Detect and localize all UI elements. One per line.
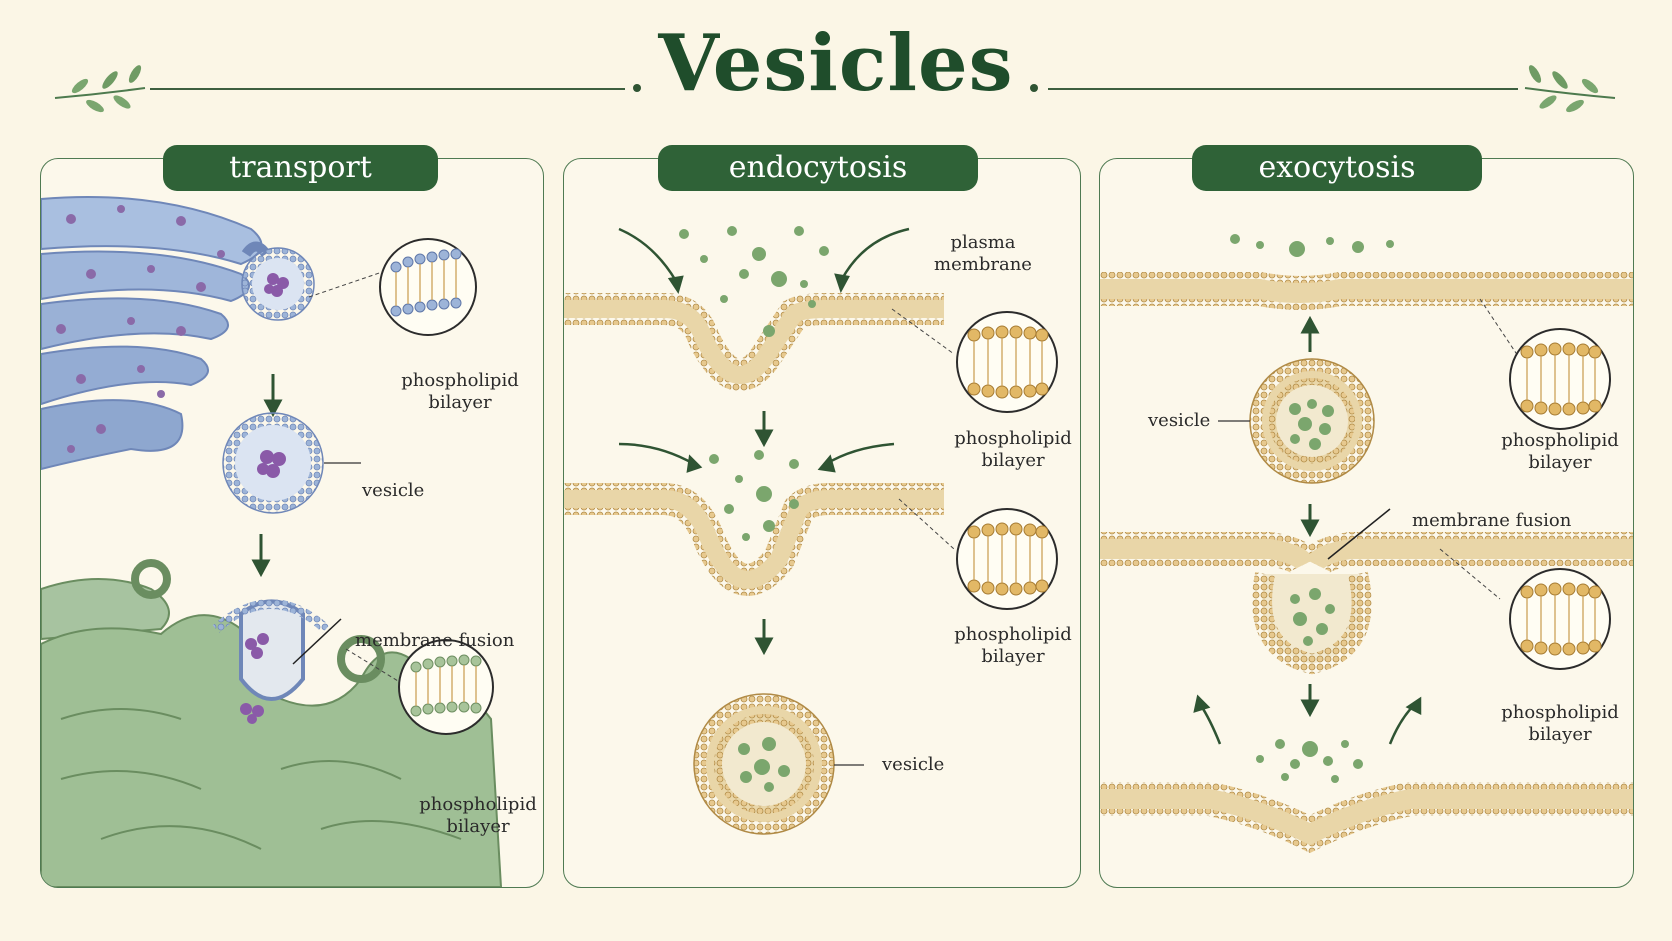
curved-arrow-icon: [618, 227, 910, 294]
cargo-release-stage: [1100, 739, 1633, 854]
label-vesicle: vesicle: [882, 754, 945, 775]
label-phospholipid-bilayer: phospholipid bilayer: [401, 370, 519, 413]
panel-endocytosis: [563, 158, 1081, 888]
bilayer-magnifier-gold: [956, 508, 1058, 610]
leaf-sprig-left-icon: [54, 65, 146, 113]
bilayer-magnifier-gold: [1509, 568, 1611, 670]
down-arrow-icon: [754, 411, 774, 448]
plasma-membrane-top: [1100, 272, 1633, 310]
endocytic-vesicle: [693, 693, 835, 835]
title-dot-left: [633, 84, 641, 92]
golgi-apparatus: [41, 196, 263, 471]
label-vesicle: vesicle: [1148, 410, 1211, 431]
panel-transport: [40, 158, 544, 888]
membrane-invagination-2: [564, 483, 944, 596]
leaf-sprig-right-icon: [1524, 65, 1616, 113]
label-plasma-membrane: plasma membrane: [934, 232, 1032, 275]
down-arrow-icon: [1300, 684, 1320, 718]
curved-arrow-icon: [618, 442, 895, 473]
bilayer-magnifier-green: [398, 639, 494, 735]
heading-transport: transport: [163, 145, 438, 191]
title-rule-right: [1048, 88, 1518, 90]
bilayer-magnifier-blue: [379, 238, 477, 336]
label-vesicle: vesicle: [362, 480, 425, 501]
label-phospholipid-bilayer: phospholipid bilayer: [1501, 702, 1619, 745]
bilayer-magnifier-gold: [1509, 328, 1611, 430]
transport-illustration: [41, 196, 503, 887]
curved-arrow-icon: [1193, 694, 1422, 745]
endocytosis-illustration: [564, 226, 1058, 835]
title-dot-right: [1030, 84, 1038, 92]
down-arrow-icon: [754, 619, 774, 656]
budding-vesicle: [241, 241, 315, 321]
label-membrane-fusion: membrane fusion: [355, 630, 515, 651]
label-phospholipid-bilayer: phospholipid bilayer: [954, 428, 1072, 471]
exocytosis-illustration: [1100, 234, 1633, 854]
up-arrow-icon: [1300, 315, 1320, 352]
label-membrane-fusion: membrane fusion: [1412, 510, 1572, 531]
cargo-particles: [679, 226, 829, 337]
label-phospholipid-bilayer: phospholipid bilayer: [419, 794, 537, 837]
bilayer-magnifier-gold: [956, 311, 1058, 413]
page-title: Vesicles: [658, 18, 1014, 109]
label-phospholipid-bilayer: phospholipid bilayer: [954, 624, 1072, 667]
heading-endocytosis: endocytosis: [658, 145, 978, 191]
secretory-vesicle: [1249, 358, 1375, 484]
down-arrow-icon: [1300, 504, 1320, 538]
down-arrow-icon: [251, 534, 271, 578]
target-organelle: [41, 559, 503, 887]
panel-exocytosis: [1099, 158, 1634, 888]
label-phospholipid-bilayer: phospholipid bilayer: [1501, 430, 1619, 473]
down-arrow-icon: [263, 374, 283, 418]
membrane-fusion-stage: [1100, 532, 1633, 675]
membrane-invagination-1: [564, 293, 944, 391]
heading-exocytosis: exocytosis: [1192, 145, 1482, 191]
transport-vesicle: [222, 412, 324, 514]
title-rule-left: [150, 88, 625, 90]
